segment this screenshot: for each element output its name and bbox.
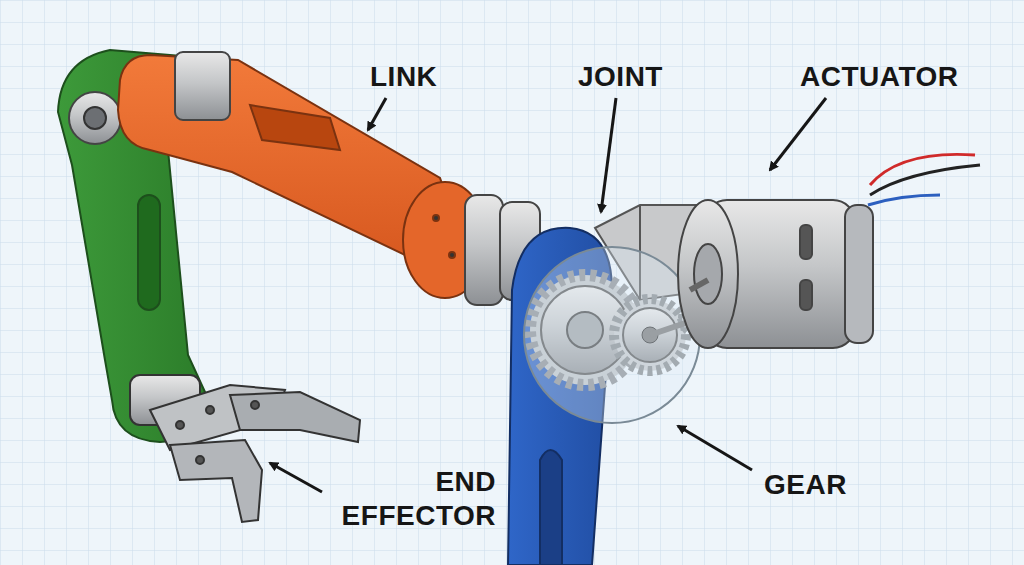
- leader-line: [678, 426, 752, 470]
- part-label: LINK: [370, 60, 490, 94]
- dc-motor: [678, 200, 873, 348]
- leader-arrows: [270, 98, 826, 492]
- part-label: JOINT: [578, 60, 708, 94]
- part-label: END EFFECTOR: [332, 465, 496, 533]
- leader-line: [770, 98, 826, 170]
- orange-link: [118, 52, 540, 305]
- motor-wires: [868, 154, 980, 205]
- leader-line: [368, 98, 386, 130]
- part-label: GEAR: [764, 468, 904, 502]
- gripper: [130, 375, 360, 522]
- leader-line: [270, 463, 322, 492]
- leader-line: [601, 98, 616, 212]
- part-label: ACTUATOR: [800, 60, 1000, 94]
